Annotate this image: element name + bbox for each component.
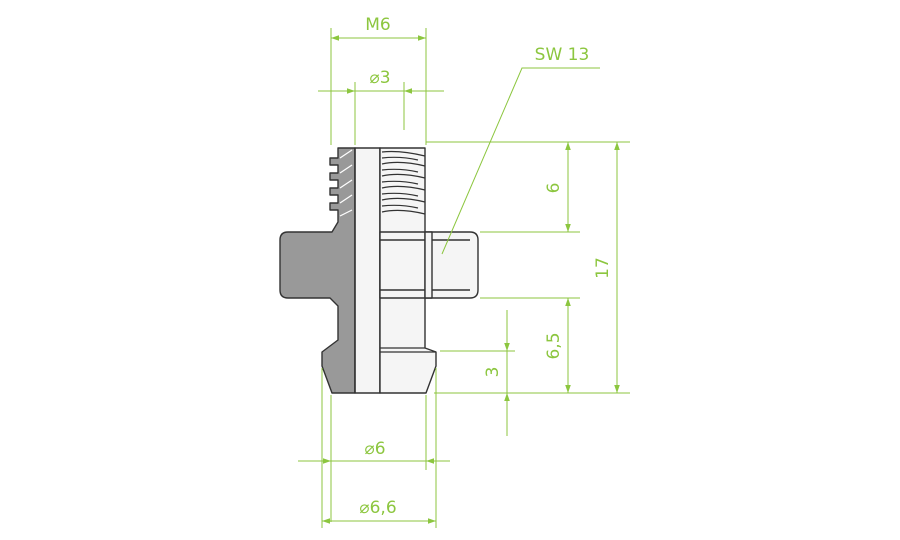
bore: [354, 147, 381, 394]
label-shank-diameter: ⌀6: [364, 439, 385, 459]
label-m6: M6: [365, 15, 390, 35]
external-threads: [381, 150, 426, 215]
sw13-leader: [441, 67, 600, 255]
dimensions: [298, 28, 630, 528]
label-total-length: 17: [593, 257, 613, 279]
label-lower-length: 6,5: [544, 332, 564, 359]
hex-nut: [379, 231, 479, 299]
label-barb-diameter: ⌀6,6: [359, 498, 396, 518]
part-section: [279, 147, 479, 394]
left-thread-lines: [339, 149, 353, 217]
left-cut-section: [279, 147, 356, 394]
label-wrench-size: SW 13: [535, 45, 590, 65]
label-barb-length: 3: [483, 367, 503, 378]
label-thread-length: 6: [544, 183, 564, 194]
label-bore-diameter: ⌀3: [369, 68, 390, 88]
